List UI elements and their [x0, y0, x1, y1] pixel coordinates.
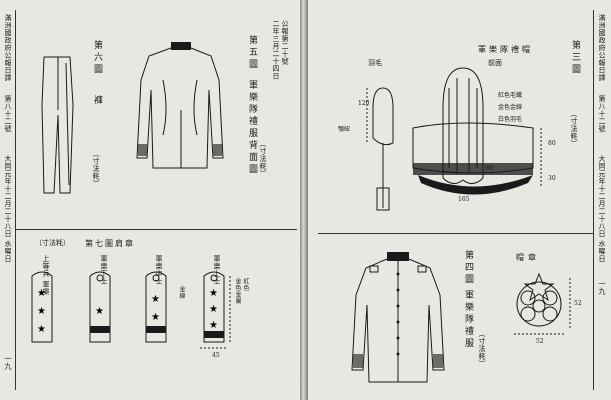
annotation-gold-thread: 金線 — [178, 286, 185, 299]
dim-120: 120 — [358, 100, 370, 107]
fig5-number: 第五圖 — [247, 35, 257, 71]
side-note-1: 二年三月二十四日 — [272, 20, 280, 80]
right-margin-rule — [593, 10, 594, 390]
badge-dim-height: 52 — [574, 300, 582, 307]
fig5-title: 軍樂隊禮服背面圖 — [247, 80, 257, 176]
fig7-title: 第七圖肩章 — [85, 239, 135, 248]
coat-back-drawing — [136, 42, 224, 169]
left-date: 大同元年十二月二十八日 — [4, 155, 12, 238]
left-issue: 第八十二號 — [4, 95, 12, 133]
label-white: 白色羽毛 — [498, 116, 523, 123]
dim-165: 165 — [458, 196, 470, 203]
fig6-number: 第六圖 — [92, 40, 102, 76]
svg-text:★: ★ — [209, 320, 218, 331]
fig6-title: 褲 — [92, 95, 102, 107]
shoulder-straps-drawing: ★ ★ ★ ★ ★ ★ ★ ★ ★ — [31, 271, 231, 349]
svg-text:★: ★ — [151, 312, 160, 323]
svg-text:★: ★ — [37, 324, 46, 335]
left-margin-rule — [15, 10, 16, 390]
fig6-note: （寸法粍） — [92, 150, 100, 188]
fig4-number: 第四圖 — [463, 250, 473, 286]
dim-30: 30 — [548, 175, 556, 182]
hat-drawing — [366, 67, 542, 211]
right-weekday: 水曜日 — [598, 240, 606, 263]
annotation-width: 45 — [212, 352, 220, 359]
fig3-number: 第三圖 — [570, 40, 580, 76]
rank-1: 上等兵 軍樂 — [42, 255, 50, 296]
fig4-title: 軍樂隊禮服 — [463, 290, 473, 350]
left-running-head: 滿洲國政府公報日譯 — [4, 14, 12, 82]
svg-text:★: ★ — [151, 294, 160, 305]
right-date: 大同元年十二月二十八日 — [598, 155, 606, 238]
right-divider — [318, 233, 593, 234]
label-chin: 顎紐 — [338, 126, 351, 133]
fig7-note: （寸法粍） — [35, 239, 70, 247]
fig4-note: （寸法粍） — [478, 330, 486, 368]
svg-text:★: ★ — [95, 306, 104, 317]
rank-4: 軍樂上士 — [213, 255, 221, 285]
left-weekday: 水曜日 — [4, 240, 12, 263]
trousers-drawing — [41, 56, 74, 194]
rank-2: 軍樂下士 — [100, 255, 108, 285]
dim-80b: 80 — [548, 140, 556, 147]
left-page-number: 一九 — [4, 355, 12, 370]
dress-coat-drawing — [351, 252, 445, 383]
svg-text:★: ★ — [209, 288, 218, 299]
annotation-gold-metal: 金色金屬 — [234, 278, 241, 304]
label-gold: 金色金線 — [498, 104, 523, 111]
svg-text:★: ★ — [37, 288, 46, 299]
label-side: 前面 — [488, 59, 502, 67]
book-gutter — [300, 0, 308, 400]
right-page-number: 一九 — [598, 280, 606, 295]
right-issue: 第八十二號 — [598, 95, 606, 133]
fig3-note: （寸法粍） — [570, 110, 578, 148]
right-page: 滿洲國政府公報日譯 第八十二號 大同元年十二月二十八日 水曜日 一九 軍樂隊禮帽… — [308, 0, 611, 400]
side-note-2: 公報第二十號 — [281, 20, 289, 65]
rank-3: 軍樂中士 — [155, 255, 163, 285]
dim-80a: 80 — [486, 165, 494, 172]
fig3-title: 軍樂隊禮帽 — [478, 45, 533, 54]
left-page: 滿洲國政府公報日譯 第八十二號 大同元年十二月二十八日 水曜日 一九 第六圖 褲… — [0, 0, 300, 400]
label-plume: 羽毛 — [368, 59, 382, 67]
badge-dim-width: 52 — [536, 338, 544, 345]
label-band: 紅色毛織 — [498, 92, 523, 99]
annotation-red: 紅色 — [242, 278, 249, 291]
cap-badge-drawing — [514, 272, 571, 335]
badge-title: 帽章 — [516, 253, 540, 262]
svg-text:★: ★ — [37, 306, 46, 317]
right-running-head: 滿洲國政府公報日譯 — [598, 14, 606, 82]
fig5-note: （寸法粍） — [259, 140, 267, 178]
left-divider — [15, 229, 297, 230]
svg-text:★: ★ — [209, 304, 218, 315]
